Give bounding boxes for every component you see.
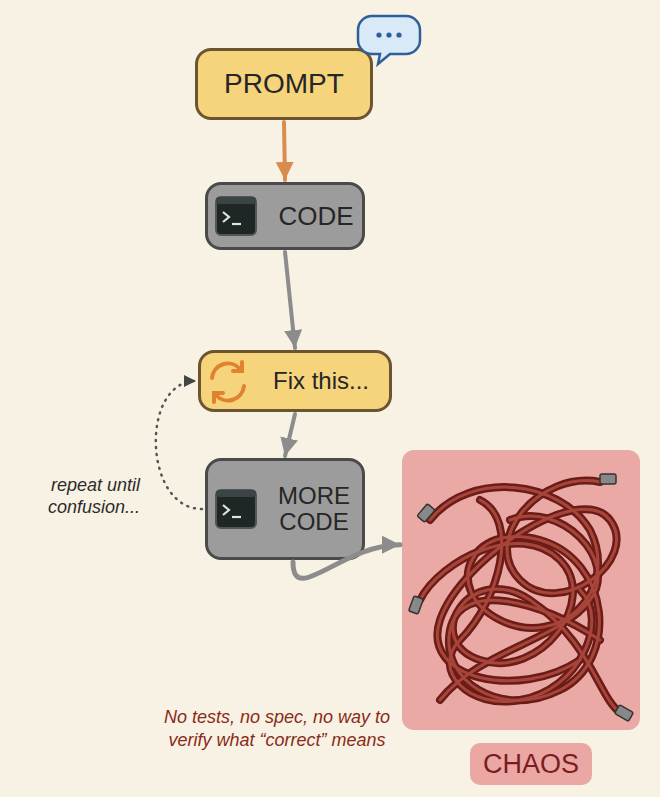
flow-arrow: [285, 414, 295, 456]
edge-label: repeat until confusion...: [6, 475, 140, 518]
box-label: PROMPT: [198, 51, 370, 117]
process-box: Fix this...: [198, 350, 392, 412]
box-label: CODE: [272, 185, 360, 247]
box-label: Fix this...: [255, 353, 387, 409]
flow-arrow: [285, 252, 295, 348]
process-box: MORE CODE: [205, 458, 365, 560]
box-label: MORE CODE: [274, 461, 354, 557]
flow-arrow: [293, 545, 400, 579]
flow-arrow: [284, 122, 285, 180]
process-box: PROMPT: [195, 48, 373, 120]
chaos-label: CHAOS: [470, 743, 592, 785]
chaos-box: CHAOS: [402, 450, 640, 730]
process-box: CODE: [205, 182, 365, 250]
note-text: No tests, no spec, no way to verify what…: [152, 706, 402, 751]
loop-arrow: [156, 381, 202, 509]
